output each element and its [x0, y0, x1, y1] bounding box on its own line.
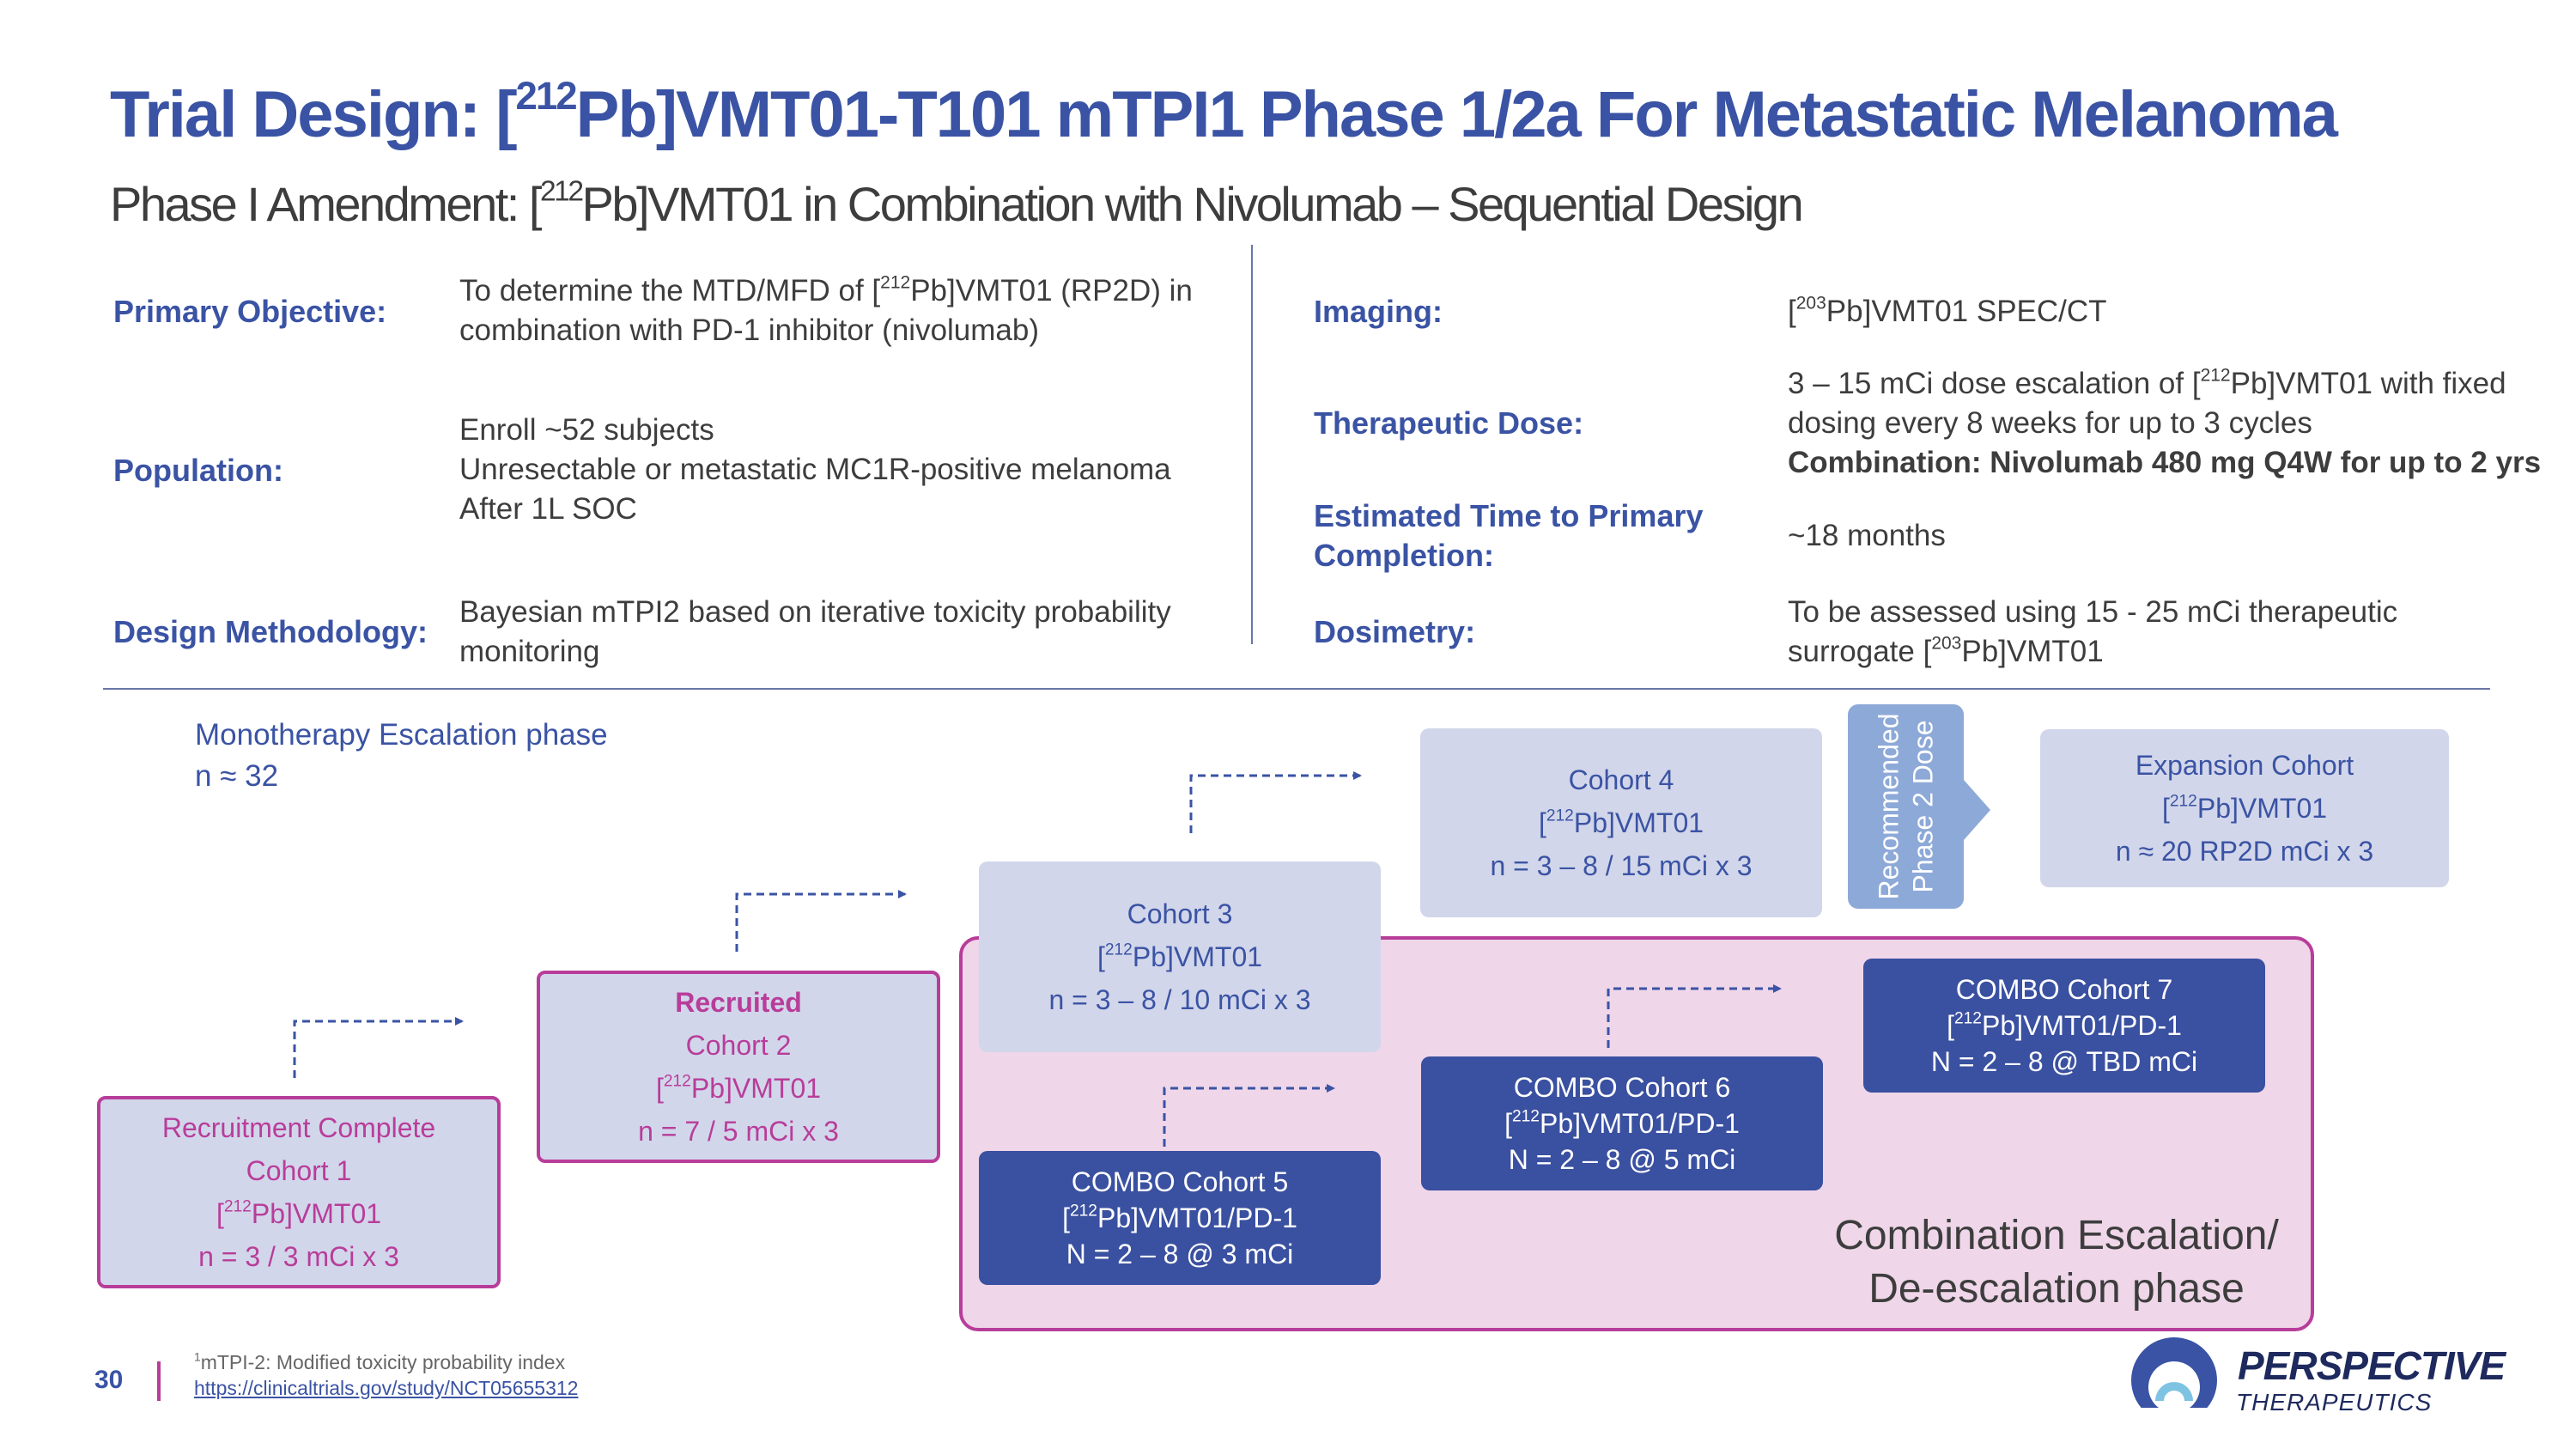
page-subtitle: Phase I Amendment: [212Pb]VMT01 in Combi… — [110, 175, 1804, 231]
expansion-cohort-name: Expansion Cohort — [2135, 750, 2354, 781]
imaging-label: Imaging: — [1314, 294, 1443, 329]
cohort-2-name: Cohort 2 — [685, 1030, 792, 1061]
time-to-completion-value: ~18 months — [1788, 519, 1946, 552]
time-to-completion-label: Estimated Time to Primary Completion: — [1314, 498, 1704, 573]
cohort-4-box: Cohort 4 [212Pb]VMT01 n = 3 – 8 / 15 mCi… — [1420, 728, 1822, 917]
combo-cohort-7-dose: N = 2 – 8 @ TBD mCi — [1930, 1046, 2198, 1077]
therapeutic-dose-value: 3 – 15 mCi dose escalation of [212Pb]VMT… — [1788, 365, 2542, 479]
monotherapy-phase-label: Monotherapy Escalation phase n ≈ 32 — [195, 718, 608, 793]
combo-cohort-5-dose: N = 2 – 8 @ 3 mCi — [1066, 1239, 1294, 1269]
cohort-3-drug: [212Pb]VMT01 — [1097, 941, 1263, 972]
clinicaltrials-link[interactable]: https://clinicaltrials.gov/study/NCT0565… — [194, 1377, 579, 1399]
cohort-4-drug: [212Pb]VMT01 — [1538, 807, 1704, 838]
rp2d-arrow-icon — [1964, 780, 1990, 840]
therapeutic-dose-label: Therapeutic Dose: — [1314, 405, 1584, 441]
combo-cohort-7-drug: [212Pb]VMT01/PD-1 — [1947, 1009, 2182, 1041]
section-divider — [103, 688, 2490, 690]
step-arrow-1 — [293, 1017, 464, 1078]
page-title: Trial Design: [212Pb]VMT01-T101 mTPI1 Ph… — [110, 74, 2338, 151]
dosimetry-label: Dosimetry: — [1314, 614, 1476, 649]
footer-divider — [157, 1361, 161, 1401]
cohort-3-dose: n = 3 – 8 / 10 mCi x 3 — [1048, 984, 1311, 1015]
cohort-2-dose: n = 7 / 5 mCi x 3 — [638, 1116, 839, 1147]
cohort-1-box: Recruitment Complete Cohort 1 [212Pb]VMT… — [97, 1096, 501, 1288]
population-label: Population: — [113, 453, 283, 488]
cohort-1-status: Recruitment Complete — [161, 1112, 436, 1143]
imaging-value: [203Pb]VMT01 SPEC/CT — [1788, 293, 2107, 328]
design-methodology-value: Bayesian mTPI2 based on iterative toxici… — [459, 595, 1171, 668]
cohort-1-drug: [212Pb]VMT01 — [216, 1197, 382, 1229]
perspective-logo-icon — [2129, 1337, 2219, 1425]
logo-subtitle: THERAPEUTICS — [2236, 1389, 2433, 1416]
column-divider — [1251, 245, 1253, 644]
rp2d-box: Recommended Phase 2 Dose — [1848, 704, 1964, 909]
expansion-cohort-dose: n ≈ 20 RP2D mCi x 3 — [2115, 836, 2374, 867]
cohort-4-name: Cohort 4 — [1568, 764, 1674, 795]
step-arrow-2 — [735, 890, 907, 952]
dosimetry-value: To be assessed using 15 - 25 mCi therape… — [1788, 595, 2398, 668]
page-number: 30 — [94, 1366, 124, 1394]
combination-phase-label: Combination Escalation/ De-escalation ph… — [1834, 1213, 2279, 1312]
population-value: Enroll ~52 subjects Unresectable or meta… — [459, 413, 1171, 526]
combo-cohort-6-dose: N = 2 – 8 @ 5 mCi — [1508, 1144, 1736, 1175]
primary-objective-label: Primary Objective: — [113, 294, 387, 329]
cohort-3-box: Cohort 3 [212Pb]VMT01 n = 3 – 8 / 10 mCi… — [979, 861, 1381, 1052]
combo-cohort-6-name: COMBO Cohort 6 — [1513, 1072, 1731, 1103]
logo-wordmark: PERSPECTIVE — [2238, 1343, 2506, 1388]
cohort-2-status: Recruited — [675, 987, 802, 1018]
cohort-3-name: Cohort 3 — [1127, 898, 1233, 929]
cohort-2-box: Recruited Cohort 2 [212Pb]VMT01 n = 7 / … — [537, 971, 940, 1163]
combo-cohort-6-box: COMBO Cohort 6 [212Pb]VMT01/PD-1 N = 2 –… — [1421, 1056, 1823, 1190]
combo-cohort-6-drug: [212Pb]VMT01/PD-1 — [1504, 1107, 1740, 1139]
primary-objective-value: To determine the MTD/MFD of [212Pb]VMT01… — [459, 272, 1193, 347]
combo-cohort-7-name: COMBO Cohort 7 — [1955, 974, 2173, 1005]
cohort-4-dose: n = 3 – 8 / 15 mCi x 3 — [1490, 850, 1753, 881]
expansion-cohort-drug: [212Pb]VMT01 — [2161, 792, 2328, 824]
combo-cohort-5-drug: [212Pb]VMT01/PD-1 — [1062, 1202, 1297, 1233]
combo-cohort-7-box: COMBO Cohort 7 [212Pb]VMT01/PD-1 N = 2 –… — [1863, 959, 2265, 1093]
cohort-1-name: Cohort 1 — [246, 1155, 352, 1186]
cohort-1-dose: n = 3 / 3 mCi x 3 — [198, 1241, 399, 1272]
cohort-2-drug: [212Pb]VMT01 — [655, 1072, 822, 1104]
step-arrow-3 — [1189, 771, 1362, 833]
combo-cohort-5-name: COMBO Cohort 5 — [1071, 1166, 1289, 1197]
combo-cohort-5-box: COMBO Cohort 5 [212Pb]VMT01/PD-1 N = 2 –… — [979, 1151, 1381, 1285]
footnote: 1mTPI-2: Modified toxicity probability i… — [194, 1350, 566, 1373]
expansion-cohort-box: Expansion Cohort [212Pb]VMT01 n ≈ 20 RP2… — [2040, 729, 2449, 887]
design-methodology-label: Design Methodology: — [113, 614, 428, 649]
